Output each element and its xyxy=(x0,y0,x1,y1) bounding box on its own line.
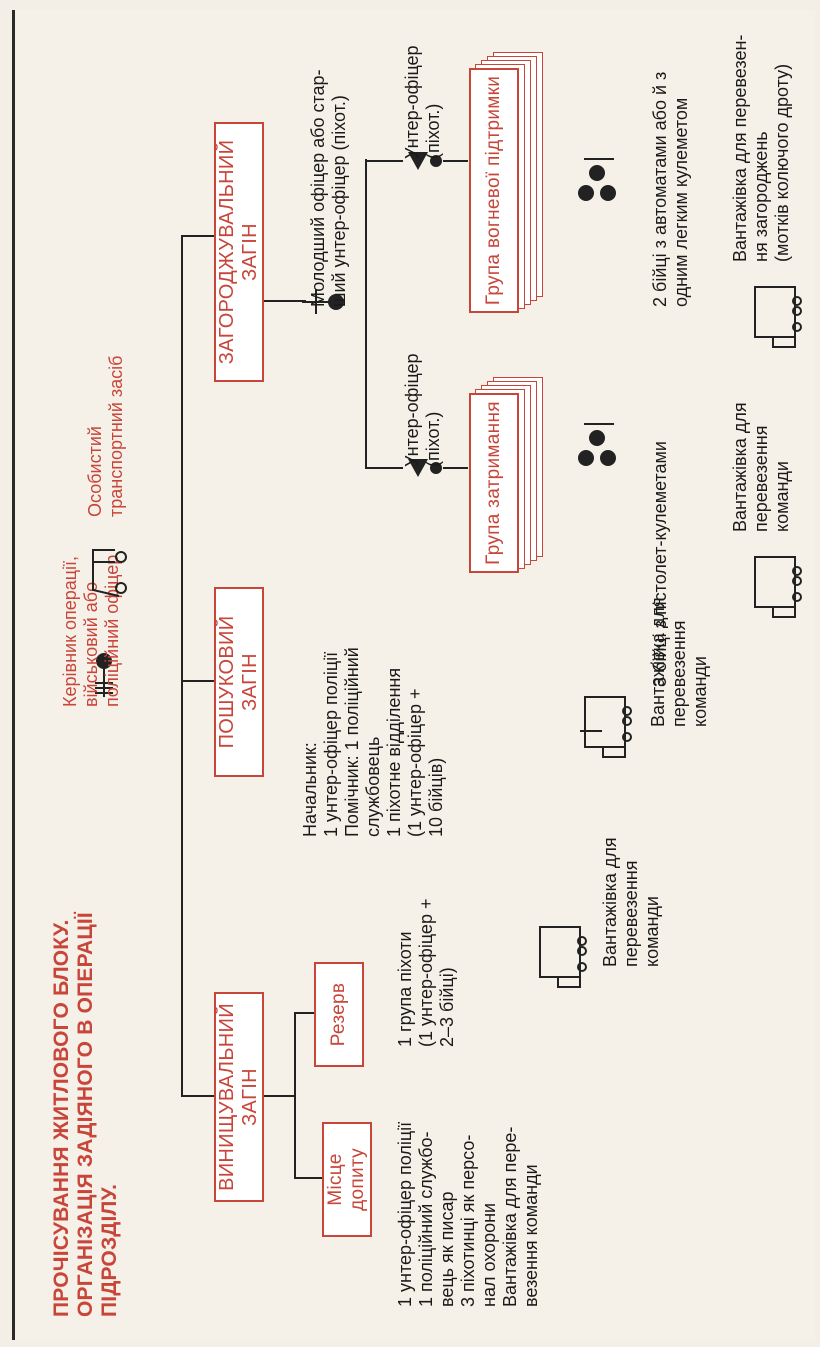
truck-barrier-line: (мотків колючого дроту) xyxy=(772,63,792,262)
legend-vehicle-line: транспортний засіб xyxy=(106,355,126,517)
support-men-line: одним легким кулеметом xyxy=(671,97,691,307)
truck-barrier-line: Вантажівка для перевезен- xyxy=(730,34,750,262)
page-frame xyxy=(12,10,815,1340)
interrogation-detail-line: Вантажівка для пере- xyxy=(500,1126,520,1307)
unit-blocking: ЗАГОРОДЖУВАЛЬНИЙ ЗАГІН xyxy=(214,122,264,382)
search-detail-line: службовець xyxy=(363,736,383,837)
blocking-leader-label: Молодший офіцер або стар- ший унтер-офіц… xyxy=(308,69,350,307)
truck-barrier-label: Вантажівка для перевезен- ня загороджень… xyxy=(730,35,793,262)
legend-commander-line: Керівник операції, xyxy=(60,555,80,707)
tree-link xyxy=(181,680,214,682)
support-men-label: 2 бійці з автоматами або й з одним легки… xyxy=(650,72,692,307)
unit-delay-group: Група затримання xyxy=(469,393,519,573)
tree-link xyxy=(181,1095,214,1097)
commander-symbol-icon xyxy=(95,653,113,697)
tree-link xyxy=(294,1177,322,1179)
reserve-detail-line: (1 унтер-офіцер + xyxy=(416,898,436,1047)
interrogation-detail-line: вець як писар xyxy=(437,1191,457,1307)
title-line: ПІДРОЗДІЛУ. xyxy=(98,1183,121,1317)
interrogation-detail-line: везення команди xyxy=(521,1164,541,1307)
nco-delay-label: Унтер-офіцер (піхот.) xyxy=(402,353,444,467)
nco-delay-line: Унтер-офіцер xyxy=(402,353,422,467)
interrogation-detail-line: 1 поліційний службо- xyxy=(416,1131,436,1307)
unit-interrogation: Місце допиту xyxy=(322,1122,372,1237)
search-details: Начальник: 1 унтер-офіцер поліції Помічн… xyxy=(300,647,447,837)
interrogation-detail-line: 3 піхотинці як персо- xyxy=(458,1134,478,1307)
truck-delay-label: Вантажівка для перевезення команди xyxy=(730,402,793,532)
nco-symbol-icon xyxy=(408,459,442,477)
tree-bus xyxy=(365,159,367,469)
truck-search-label: Вантажівка для перевезення команди xyxy=(648,597,711,727)
search-detail-line: Начальник: xyxy=(300,742,320,837)
truck-icon xyxy=(754,556,802,618)
reserve-detail-line: 1 група піхоти xyxy=(395,931,415,1047)
unit-destruction: ВИНИЩУВАЛЬНИЙ ЗАГІН xyxy=(214,992,264,1202)
truck-reserve-line: перевезення xyxy=(621,860,641,967)
truck-search-line: перевезення xyxy=(669,620,689,727)
legend-vehicle-label: Особистий транспортний засіб xyxy=(85,356,127,517)
unit-fire-support-group: Група вогневої підтримки xyxy=(469,68,519,313)
tree-link xyxy=(294,1012,314,1014)
soldiers-icon xyxy=(578,158,616,201)
truck-delay-line: Вантажівка для xyxy=(730,402,750,532)
tree-bus xyxy=(294,1014,296,1179)
support-men-line: 2 бійці з автоматами або й з xyxy=(650,71,670,307)
nco-symbol-icon xyxy=(408,152,442,170)
reserve-detail-line: 2–3 бійці) xyxy=(437,967,457,1047)
soldiers-icon xyxy=(578,423,616,466)
reserve-details: 1 група піхоти (1 унтер-офіцер + 2–3 бій… xyxy=(395,899,458,1047)
unit-search: ПОШУКОВИЙ ЗАГІН xyxy=(214,587,264,777)
truck-delay-line: команди xyxy=(772,461,792,532)
nco-support-label: Унтер-офіцер (піхот.) xyxy=(402,45,444,159)
unit-destruction-label: ВИНИЩУВАЛЬНИЙ ЗАГІН xyxy=(216,1003,261,1191)
unit-blocking-label: ЗАГОРОДЖУВАЛЬНИЙ ЗАГІН xyxy=(216,139,261,365)
blocking-leader-line: Молодший офіцер або стар- xyxy=(308,69,328,307)
diagram-title: ПРОЧІСУВАННЯ ЖИТЛОВОГО БЛОКУ. ОРГАНІЗАЦІ… xyxy=(50,912,122,1317)
unit-reserve: Резерв xyxy=(314,962,364,1067)
unit-interrogation-label: Місце допиту xyxy=(325,1148,368,1211)
tree-link xyxy=(264,300,306,302)
truck-icon xyxy=(584,696,632,758)
truck-barrier-line: ня загороджень xyxy=(751,131,771,262)
vehicle-icon xyxy=(92,549,127,597)
search-detail-line: (1 унтер-офіцер + xyxy=(405,688,425,837)
interrogation-detail-line: нал охорони xyxy=(479,1202,499,1307)
interrogation-detail-line: 1 унтер-офіцер поліції xyxy=(395,1121,415,1307)
unit-fire-support-group-label: Група вогневої підтримки xyxy=(483,75,504,306)
tree-link xyxy=(181,235,214,237)
unit-search-label: ПОШУКОВИЙ ЗАГІН xyxy=(216,615,261,749)
tree-link xyxy=(264,1095,294,1097)
truck-reserve-line: Вантажівка для xyxy=(600,837,620,967)
truck-icon xyxy=(754,286,802,348)
unit-delay-group-label: Група затримання xyxy=(483,401,504,565)
truck-search-line: команди xyxy=(690,656,710,727)
search-detail-line: 10 бійців) xyxy=(426,757,446,837)
blocking-leader-line: ший унтер-офіцер (піхот.) xyxy=(329,95,349,307)
search-detail-line: 1 унтер-офіцер поліції xyxy=(321,651,341,837)
nco-delay-line: (піхот.) xyxy=(423,411,443,467)
truck-icon xyxy=(539,926,587,988)
search-detail-line: 1 піхотне відділення xyxy=(384,667,404,837)
title-line: ОРГАНІЗАЦІЯ ЗАДІЯНОГО В ОПЕРАЦІЇ xyxy=(74,912,97,1317)
officer-symbol-icon xyxy=(302,290,344,314)
nco-support-line: Унтер-офіцер xyxy=(402,45,422,159)
nco-support-line: (піхот.) xyxy=(423,103,443,159)
truck-delay-line: перевезення xyxy=(751,425,771,532)
truck-search-line: Вантажівка для xyxy=(648,597,668,727)
interrogation-details: 1 унтер-офіцер поліції 1 поліційний служ… xyxy=(395,1122,542,1307)
legend-vehicle-line: Особистий xyxy=(85,426,105,517)
search-detail-line: Помічник: 1 поліційний xyxy=(342,647,362,837)
truck-reserve-label: Вантажівка для перевезення команди xyxy=(600,837,663,967)
tree-bus xyxy=(181,237,183,1097)
unit-reserve-label: Резерв xyxy=(328,982,349,1047)
title-line: ПРОЧІСУВАННЯ ЖИТЛОВОГО БЛОКУ. xyxy=(50,919,73,1317)
truck-reserve-line: команди xyxy=(642,896,662,967)
